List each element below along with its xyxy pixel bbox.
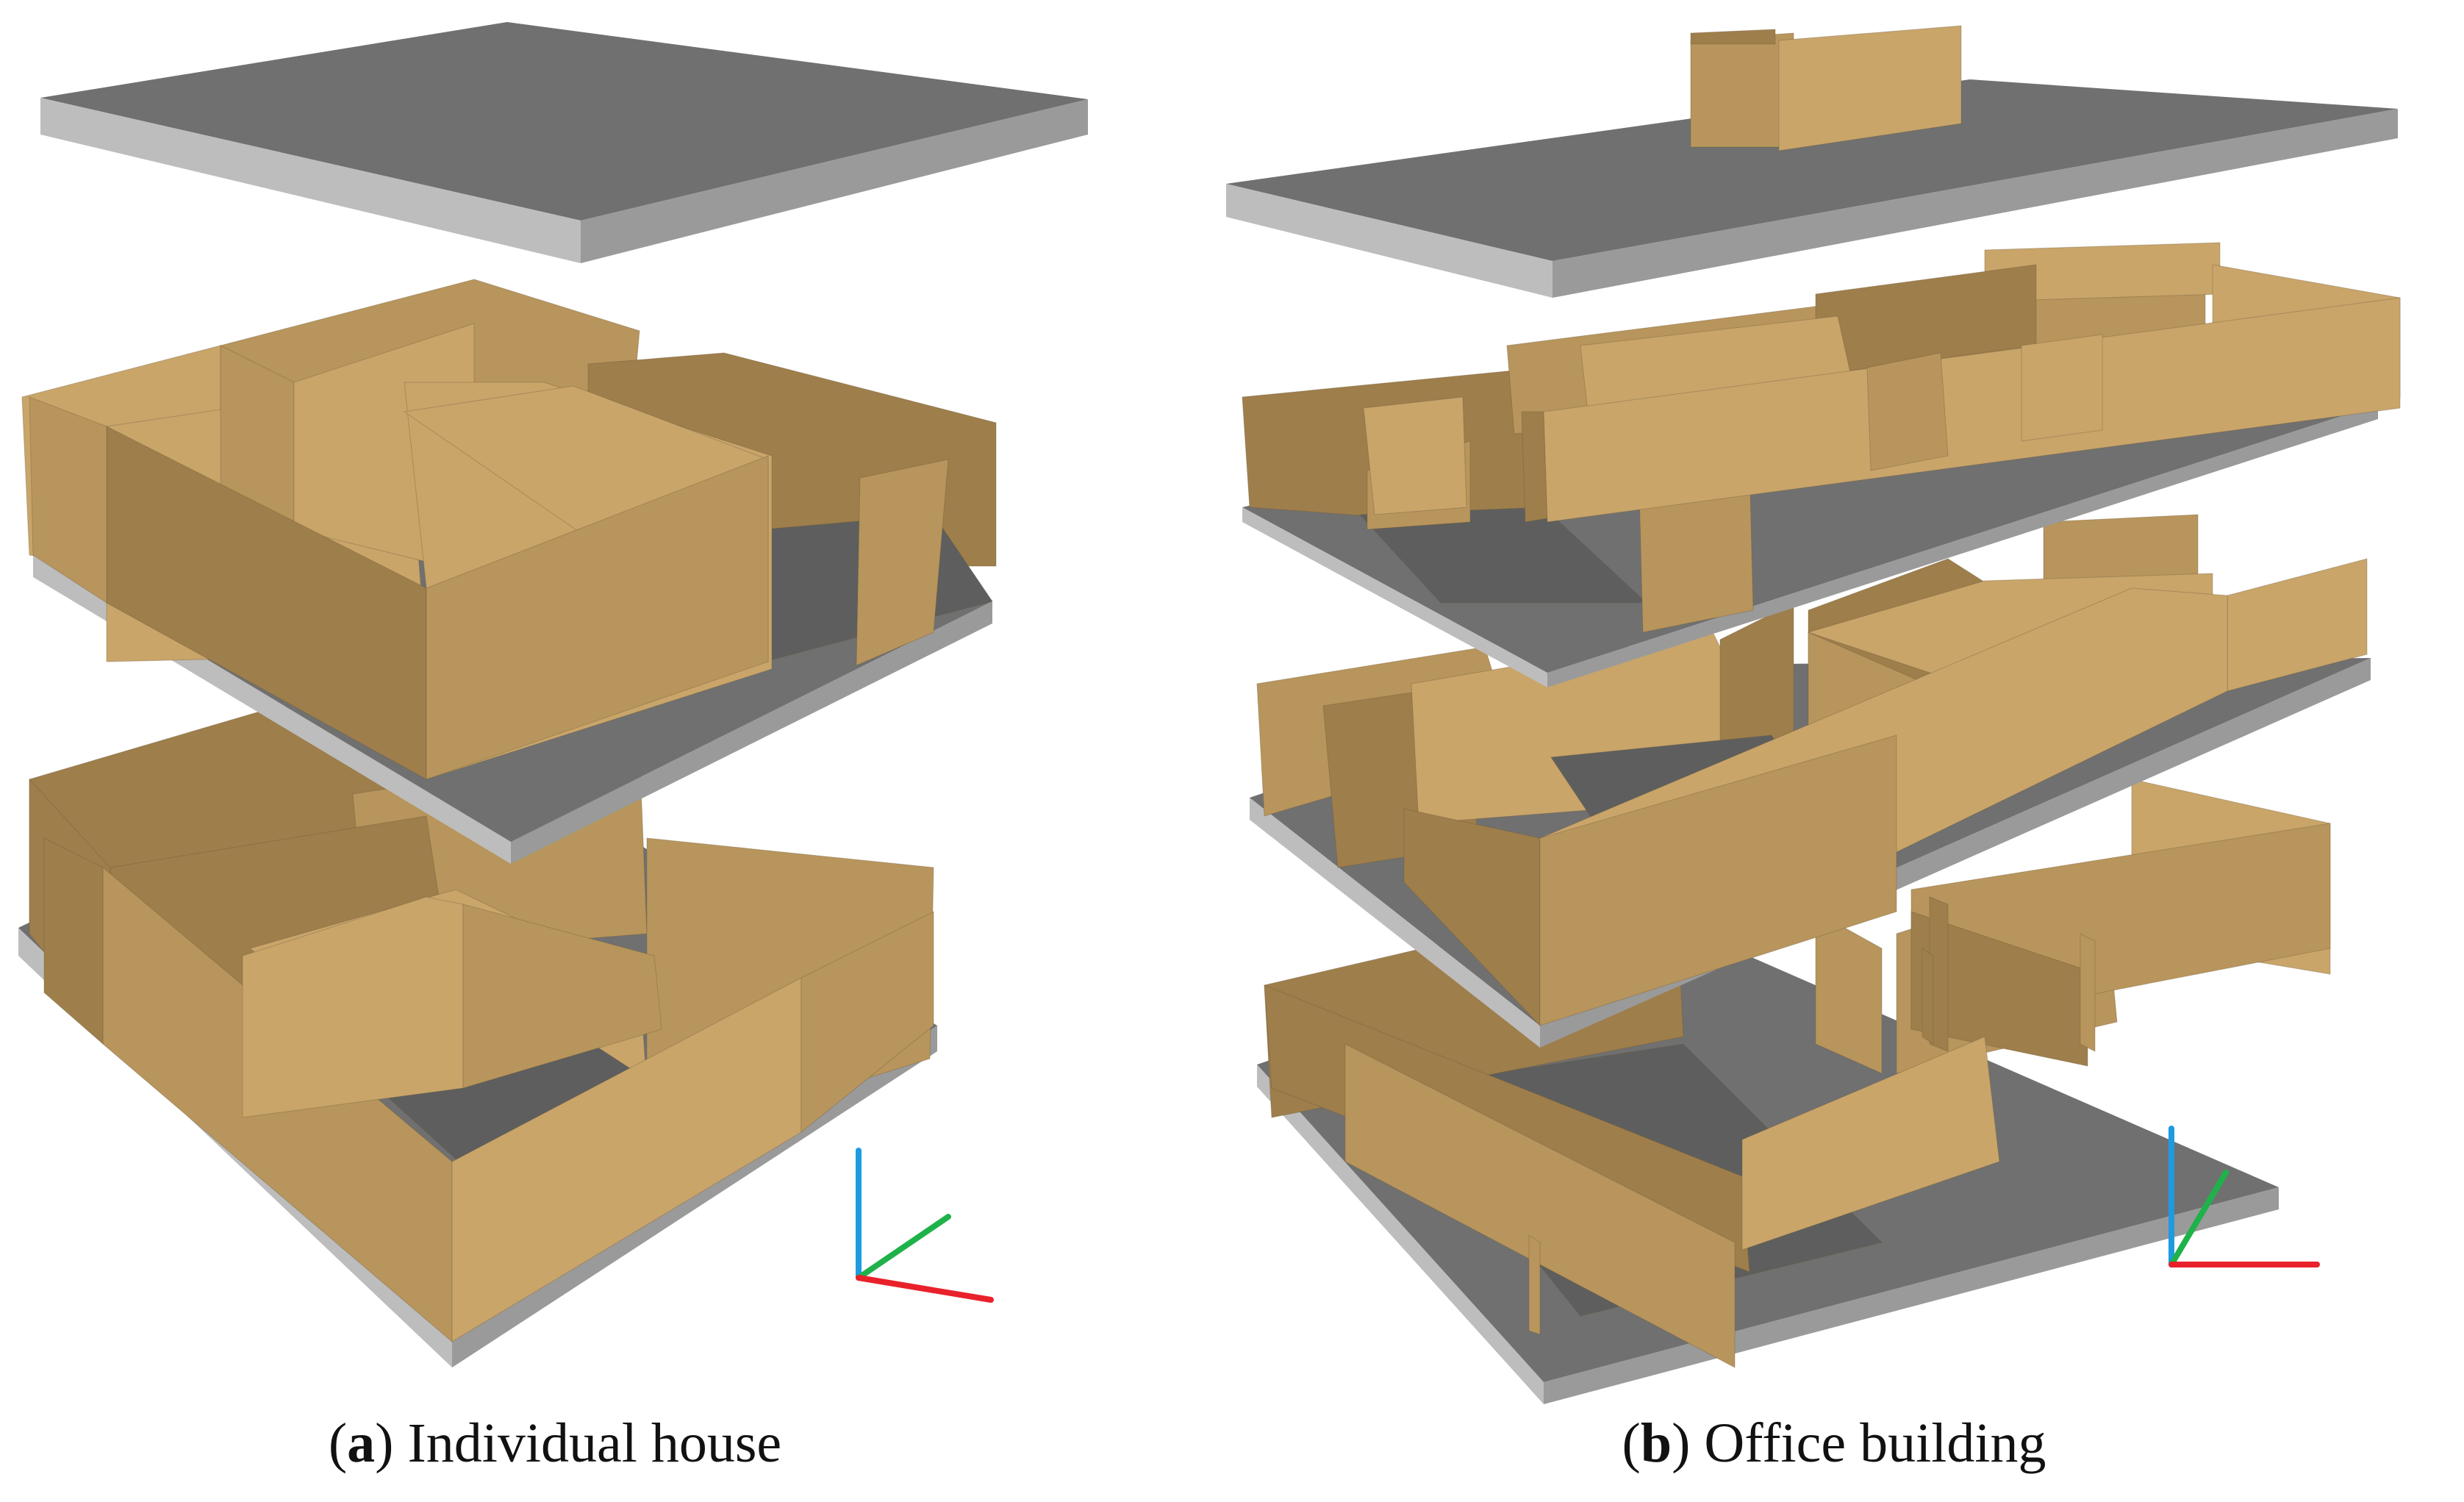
office-rooftop-stair-box: [1690, 25, 1962, 151]
xyz-axes-icon: [2168, 1126, 2320, 1267]
individual-house-model: [18, 22, 1088, 1367]
xyz-axes-icon: [856, 1148, 994, 1303]
office-third-floor-walls: [1242, 242, 2401, 633]
caption-b-title: Office building: [1704, 1412, 2046, 1474]
caption-a-label: a: [347, 1412, 376, 1474]
house-roof-slab: [40, 22, 1088, 263]
caption-a: (a) Individual house: [328, 1412, 782, 1474]
office-building-model: [1226, 25, 2401, 1404]
office-roof-slab: [1226, 79, 2398, 298]
house-upper-floor-walls: [21, 279, 997, 780]
house-ground-floor-walls: [29, 705, 934, 1343]
caption-b-label: b: [1640, 1412, 1672, 1474]
caption-a-title: Individual house: [407, 1412, 782, 1474]
caption-b: (b) Office building: [1622, 1412, 2046, 1474]
